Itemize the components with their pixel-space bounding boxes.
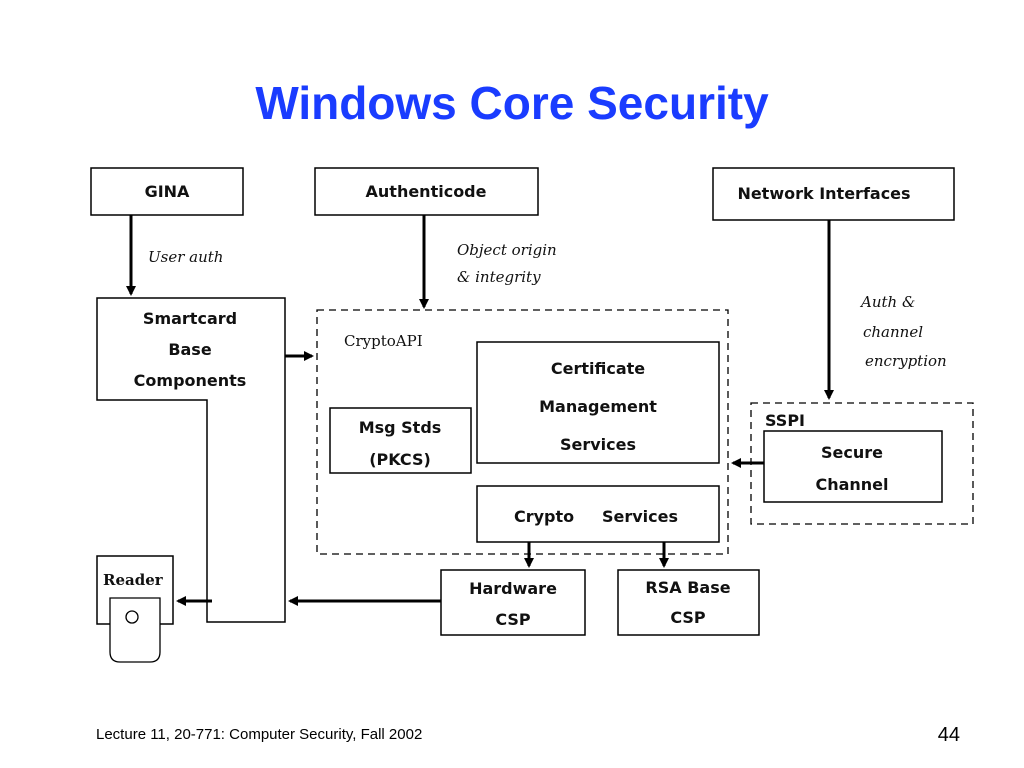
sspi-label: SSPI xyxy=(765,411,805,430)
secure-channel-label-1: Secure xyxy=(821,443,883,462)
auth-annotation-2: channel xyxy=(863,323,923,341)
crypto-services-box xyxy=(476,485,720,543)
rsa-base-csp-label-2: CSP xyxy=(670,608,706,627)
cryptoapi-container xyxy=(316,309,729,555)
object-origin-annotation-2: & integrity xyxy=(457,268,541,286)
rsa-base-csp-label-1: RSA Base xyxy=(645,578,730,597)
certificate-label-3: Services xyxy=(560,435,636,454)
msg-stds-label-2: (PKCS) xyxy=(369,450,431,469)
smartcard-label-3: Components xyxy=(134,371,247,390)
slide-title: Windows Core Security xyxy=(255,77,769,129)
authenticode-label: Authenticode xyxy=(366,182,487,201)
crypto-services-label: Crypto Services xyxy=(514,507,678,526)
secure-channel-label-2: Channel xyxy=(815,475,888,494)
smartcard-reader-icon xyxy=(109,597,161,663)
msg-stds-label-1: Msg Stds xyxy=(359,418,442,437)
network-interfaces-box xyxy=(712,167,955,221)
smartcard-label-1: Smartcard xyxy=(143,309,237,328)
smartcard-base-components-box xyxy=(96,297,286,623)
rsa-base-csp-box xyxy=(617,569,760,636)
hardware-csp-label-1: Hardware xyxy=(469,579,557,598)
gina-box xyxy=(90,167,244,216)
user-auth-annotation: User auth xyxy=(148,248,223,266)
gina-label: GINA xyxy=(145,182,190,201)
network-interfaces-label: Network Interfaces xyxy=(737,184,910,203)
hardware-csp-label-2: CSP xyxy=(495,610,531,629)
msg-stds-box xyxy=(329,407,472,474)
page-number: 44 xyxy=(937,724,960,746)
smartcard-label-2: Base xyxy=(168,340,212,359)
certificate-label-1: Certificate xyxy=(551,359,645,378)
cryptoapi-label: CryptoAPI xyxy=(344,332,423,350)
certificate-management-box xyxy=(476,341,720,464)
secure-channel-box xyxy=(763,430,943,503)
slide-footer: Lecture 11, 20-771: Computer Security, F… xyxy=(96,726,423,743)
reader-slot-icon xyxy=(125,610,139,624)
authenticode-box xyxy=(314,167,539,216)
auth-annotation-3: encryption xyxy=(865,352,947,370)
reader-label: Reader xyxy=(103,571,164,589)
hardware-csp-box xyxy=(440,569,586,636)
auth-annotation-1: Auth & xyxy=(859,293,915,311)
object-origin-annotation-1: Object origin xyxy=(457,241,557,259)
certificate-label-2: Management xyxy=(539,397,657,416)
